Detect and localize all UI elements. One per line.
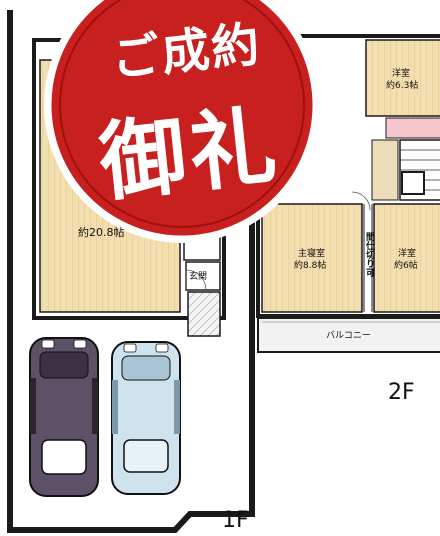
stamp-bottom-text: 御礼 bbox=[95, 94, 285, 215]
floor-2-label: 2F bbox=[388, 380, 415, 405]
entrance-porch bbox=[187, 291, 221, 337]
car-2 bbox=[111, 341, 181, 495]
room-western-bottom bbox=[373, 203, 440, 313]
room-western-top bbox=[365, 39, 440, 117]
balcony-label: バルコニー bbox=[326, 331, 371, 341]
lot-outline-1f bbox=[7, 10, 255, 533]
stamp bbox=[44, 0, 320, 243]
car-1 bbox=[29, 337, 99, 497]
pink-area bbox=[385, 117, 440, 139]
room-master-bedroom bbox=[261, 203, 363, 313]
room-western-top-size: 約6.3帖 bbox=[386, 81, 419, 91]
balcony bbox=[257, 317, 440, 353]
room-master-bedroom-size: 約8.8帖 bbox=[294, 261, 327, 271]
entrance-label: 玄関 bbox=[189, 272, 208, 282]
room-western-top-name: 洋室 bbox=[392, 69, 411, 79]
entrance-area bbox=[185, 261, 221, 291]
room-western-bottom-size: 約6帖 bbox=[394, 261, 418, 271]
ldk-size-label: 約20.8帖 bbox=[78, 226, 125, 239]
floor-1-label: 1F bbox=[222, 508, 249, 533]
partition-label: 間仕切り可 bbox=[364, 232, 374, 277]
room-western-bottom-name: 洋室 bbox=[398, 249, 417, 259]
room-master-bedroom-name: 主寝室 bbox=[298, 249, 326, 259]
